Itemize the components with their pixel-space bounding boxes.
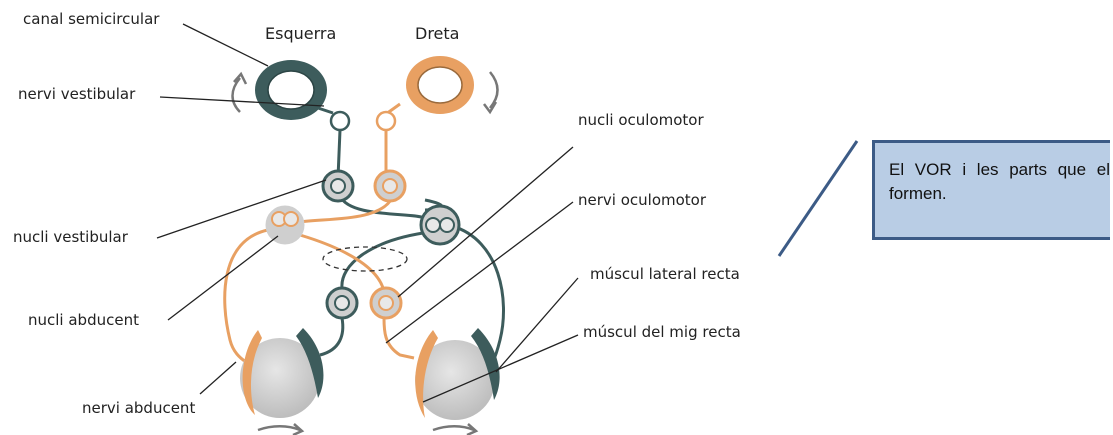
label-muscul-del-mig-recta: múscul del mig recta — [583, 325, 741, 340]
left-semicircular-canal — [255, 60, 327, 120]
leader-muscul-lateral-recta — [496, 278, 578, 372]
callout-box: El VOR i les parts que el formen. — [872, 140, 1110, 240]
right-abducent-nucleus — [421, 206, 459, 244]
label-nervi-vestibular: nervi vestibular — [18, 87, 135, 102]
right-vestibular-pathway — [225, 104, 414, 362]
callout-text: El VOR i les parts que el formen. — [889, 160, 1110, 203]
label-canal-semicircular: canal semicircular — [23, 12, 159, 27]
left-vestibular-nucleus — [323, 171, 353, 201]
leader-canal-semicircular — [183, 24, 268, 66]
label-nucli-vestibular: nucli vestibular — [13, 230, 128, 245]
leader-nervi-abducent — [200, 362, 236, 394]
right-eye-rotation-arrow-icon — [433, 424, 476, 435]
right-semicircular-canal — [406, 56, 474, 114]
callout-pointer-line — [779, 141, 857, 256]
right-rotation-arrow-icon — [484, 72, 498, 112]
left-abducent-nucleus — [266, 206, 304, 244]
leader-nervi-oculomotor — [386, 202, 573, 343]
label-dreta: Dreta — [415, 26, 459, 42]
left-rotation-arrow-icon — [233, 74, 247, 112]
left-eye — [240, 328, 323, 418]
label-muscul-lateral-recta: múscul lateral recta — [590, 267, 740, 282]
left-eye-rotation-arrow-icon — [258, 424, 302, 435]
leader-nucli-abducent — [168, 236, 278, 320]
left-oculomotor-nucleus — [327, 288, 357, 318]
right-oculomotor-nucleus — [371, 288, 401, 318]
label-nervi-abducent: nervi abducent — [82, 401, 195, 416]
label-nucli-abducent: nucli abducent — [28, 313, 139, 328]
midline-dashed-ellipse — [323, 247, 407, 271]
right-vestibular-nerve-bulb — [377, 112, 395, 130]
label-nucli-oculomotor: nucli oculomotor — [578, 113, 704, 128]
left-vestibular-nerve-bulb — [331, 112, 349, 130]
label-nervi-oculomotor: nervi oculomotor — [578, 193, 706, 208]
label-esquerra: Esquerra — [265, 26, 336, 42]
right-vestibular-nucleus — [375, 171, 405, 201]
